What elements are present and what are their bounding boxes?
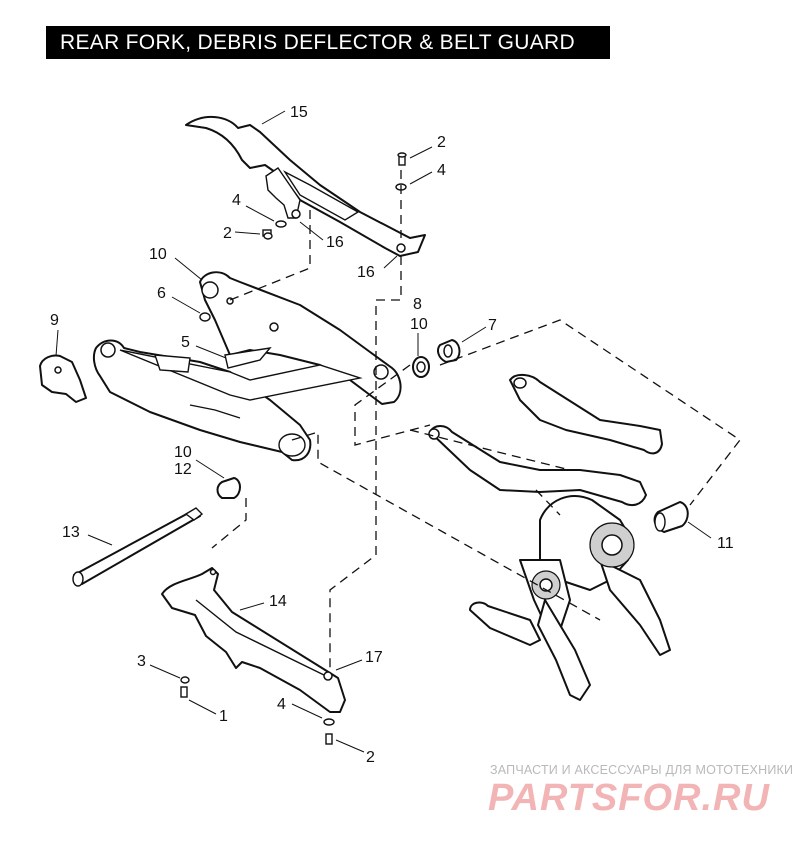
callout-10-low: 10 xyxy=(174,444,192,461)
guard-hardware xyxy=(262,152,407,240)
callout-4-top: 4 xyxy=(437,162,446,179)
callout-4-left: 4 xyxy=(232,192,241,209)
callout-12: 12 xyxy=(174,461,192,478)
pivot-axle xyxy=(72,507,204,587)
callout-2-left: 2 xyxy=(223,225,232,242)
callout-labels: 15 2 4 4 2 16 16 10 6 8 10 7 9 5 10 12 1… xyxy=(50,104,734,766)
callout-10-mid: 10 xyxy=(410,316,428,333)
callout-16-right: 16 xyxy=(357,264,375,281)
belt-guard-lower xyxy=(161,567,346,713)
callout-3: 3 xyxy=(137,653,146,670)
callout-4-bottom: 4 xyxy=(277,696,286,713)
callout-7: 7 xyxy=(488,317,497,334)
part-6-plug xyxy=(199,312,211,322)
leader-lines xyxy=(55,110,712,753)
callout-9: 9 xyxy=(50,312,59,329)
watermark-logo: PARTSFOR.RU xyxy=(488,777,770,819)
callout-16-left: 16 xyxy=(326,234,344,251)
belt-guard-upper xyxy=(185,116,426,257)
bushing-12 xyxy=(216,477,241,499)
callout-2-bottom: 2 xyxy=(366,749,375,766)
lower-guard-hardware xyxy=(180,676,335,745)
callout-6: 6 xyxy=(157,285,166,302)
part-9-bracket xyxy=(39,354,87,403)
callout-10-top: 10 xyxy=(149,246,167,263)
callout-11: 11 xyxy=(717,535,734,552)
frame xyxy=(428,374,671,701)
diagram-title: REAR FORK, DEBRIS DEFLECTOR & BELT GUARD xyxy=(46,26,610,59)
callout-15: 15 xyxy=(290,104,308,121)
callout-5: 5 xyxy=(181,334,190,351)
callout-2-top: 2 xyxy=(437,134,446,151)
callout-1: 1 xyxy=(219,708,228,725)
rear-fork xyxy=(92,271,402,462)
bushing-11 xyxy=(653,501,689,533)
watermark-subtitle: ЗАПЧАСТИ И АКСЕССУАРЫ ДЛЯ МОТОТЕХНИКИ xyxy=(490,763,794,777)
callout-13: 13 xyxy=(62,524,80,541)
callout-17: 17 xyxy=(365,649,383,666)
callout-8: 8 xyxy=(413,296,422,313)
callout-14: 14 xyxy=(269,593,287,610)
bearing-upper xyxy=(412,339,461,378)
